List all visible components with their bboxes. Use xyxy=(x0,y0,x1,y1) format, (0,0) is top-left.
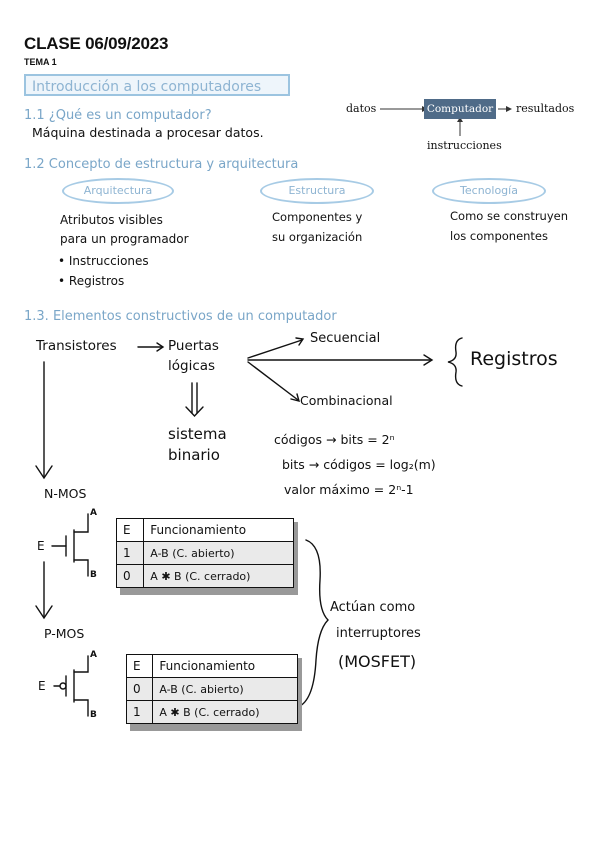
estr-line2: su organización xyxy=(272,230,363,244)
formula-bits-codigos: bits → códigos = log₂(m) xyxy=(282,457,436,472)
arch-line2: para un programador xyxy=(60,232,189,246)
table-row: 1 A-B (C. abierto) xyxy=(115,541,294,565)
pmos-terminal-a: A xyxy=(90,650,97,660)
section-1-1-text: Máquina destinada a procesar datos. xyxy=(32,125,264,140)
estr-line1: Componentes y xyxy=(272,210,363,224)
table-cell: A-B (C. abierto) xyxy=(152,677,298,701)
pmos-terminal-b: B xyxy=(90,710,97,720)
table-header-cell: E xyxy=(115,518,145,542)
table-header-cell: E xyxy=(125,654,154,678)
pmos-gate-e: E xyxy=(38,679,46,693)
table-cell: 1 xyxy=(115,541,145,565)
note-line3: (MOSFET) xyxy=(338,652,417,671)
formula-codigos-bits: códigos → bits = 2ⁿ xyxy=(274,432,395,447)
tech-line2: los componentes xyxy=(450,229,549,243)
nmos-gate-e: E xyxy=(37,539,45,553)
nmos-truth-table: E Funcionamiento 1 A-B (C. abierto) 0 A … xyxy=(115,518,294,588)
table-row: 0 A ✱ B (C. cerrado) xyxy=(115,564,294,588)
pmos-truth-table: E Funcionamiento 0 A-B (C. abierto) 1 A … xyxy=(125,654,298,724)
table-cell: 0 xyxy=(115,564,145,588)
table-cell: 1 xyxy=(125,700,154,724)
tecnologia-oval: Tecnología xyxy=(432,178,546,204)
tech-line1: Como se construyen xyxy=(450,209,569,223)
diagram-output-label: resultados xyxy=(516,102,575,115)
table-row: 1 A ✱ B (C. cerrado) xyxy=(125,700,298,724)
binario-label: binario xyxy=(168,446,220,464)
combinacional-label: Combinacional xyxy=(300,393,393,408)
arch-line1: Atributos visibles xyxy=(60,213,163,227)
nmos-terminal-b: B xyxy=(90,570,97,580)
note-line2: interruptores xyxy=(336,626,421,641)
table-cell: 0 xyxy=(125,677,154,701)
note-line1: Actúan como xyxy=(330,600,416,615)
table-header-cell: Funcionamiento xyxy=(152,654,298,678)
puertas-label: Puertas xyxy=(168,338,219,354)
page-subtitle: TEMA 1 xyxy=(24,57,57,67)
logicas-label: lógicas xyxy=(168,358,216,374)
section-1-3-heading: 1.3. Elementos constructivos de un compu… xyxy=(24,309,337,324)
nmos-terminal-a: A xyxy=(90,508,97,518)
intro-heading: Introducción a los computadores xyxy=(24,74,290,96)
section-1-1-heading: 1.1 ¿Qué es un computador? xyxy=(24,108,212,123)
table-cell: A ✱ B (C. cerrado) xyxy=(143,564,294,588)
table-row: 0 A-B (C. abierto) xyxy=(125,677,298,701)
table-header-cell: Funcionamiento xyxy=(143,518,294,542)
formula-valor-maximo: valor máximo = 2ⁿ-1 xyxy=(284,482,414,497)
arch-bullet1: • Instrucciones xyxy=(58,254,149,268)
diagram-bottom-label: instrucciones xyxy=(427,139,502,152)
registros-label: Registros xyxy=(470,348,558,370)
arch-bullet2: • Registros xyxy=(58,274,125,288)
secuencial-label: Secuencial xyxy=(310,331,381,346)
computer-box: Computador xyxy=(424,99,496,119)
diagram-input-label: datos xyxy=(346,102,377,115)
table-header-row: E Funcionamiento xyxy=(125,654,298,678)
estructura-oval: Estructura xyxy=(260,178,374,204)
nmos-label: N-MOS xyxy=(44,486,87,501)
table-cell: A ✱ B (C. cerrado) xyxy=(152,700,298,724)
page-title: CLASE 06/09/2023 xyxy=(24,34,169,53)
transistores-label: Transistores xyxy=(36,338,117,354)
pmos-label: P-MOS xyxy=(44,626,85,641)
sistema-label: sistema xyxy=(168,425,227,443)
arquitectura-oval: Arquitectura xyxy=(62,178,174,204)
section-1-2-heading: 1.2 Concepto de estructura y arquitectur… xyxy=(24,157,299,172)
table-cell: A-B (C. abierto) xyxy=(143,541,294,565)
table-header-row: E Funcionamiento xyxy=(115,518,294,542)
